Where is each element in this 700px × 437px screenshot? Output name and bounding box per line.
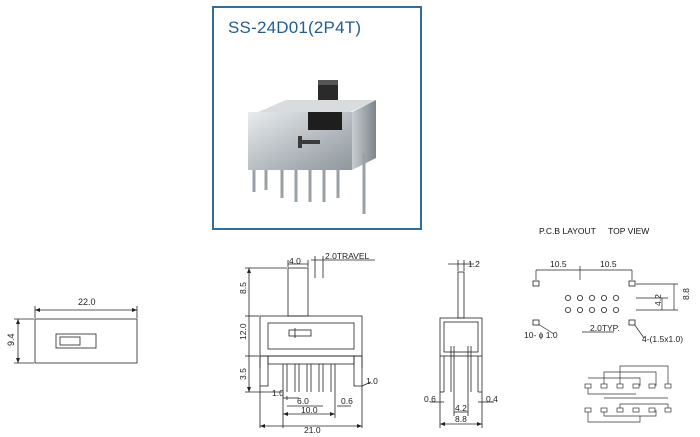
pcb-view-label: TOP VIEW	[608, 226, 650, 236]
top-width-label: 22.0	[78, 297, 96, 307]
pcb-layout-label: P.C.B LAYOUT	[539, 226, 596, 236]
front-knob-height: 8.5	[238, 282, 248, 294]
side-total-depth: 8.8	[455, 414, 467, 424]
pcb-hole-note: 10- ϕ 1.0	[524, 330, 558, 340]
product-card: SS-24D01(2P4T)	[212, 6, 422, 230]
pcb-pitch-note: 2.0TYP.	[590, 323, 620, 333]
top-view-drawing: 22.0 9.4	[6, 297, 138, 364]
side-pin-span: 4.2	[455, 403, 467, 413]
front-pin-thick: 0.6	[341, 396, 353, 406]
front-pin-length: 3.5	[238, 368, 248, 380]
pcb-mount-note: 4-(1.5x1.0)	[642, 334, 683, 344]
front-pin-span-small: 6.0	[297, 396, 309, 406]
front-lug-width: 1.0	[366, 376, 378, 386]
side-lug-right: 0.4	[486, 394, 498, 404]
switch-photo	[248, 80, 376, 214]
front-pin-pitch: 1.0	[272, 388, 284, 398]
pcb-dim-h2: 8.8	[681, 288, 691, 300]
front-body-height: 12.0	[238, 323, 248, 340]
pcb-dim-left: 10.5	[550, 259, 567, 269]
pcb-header: P.C.B LAYOUT TOP VIEW	[539, 226, 659, 236]
front-travel: 2.0TRAVEL	[325, 251, 370, 261]
pcb-layout-drawing: 10.5 10.5 4.2 8.8 10- ϕ 1.0 2.0TYP. 4-(1…	[524, 259, 691, 423]
top-height-label: 9.4	[6, 333, 16, 346]
front-pin-span-mid: 10.0	[301, 405, 318, 415]
front-total-width: 21.0	[304, 425, 321, 435]
product-title: SS-24D01(2P4T)	[228, 18, 362, 37]
pcb-dim-h1: 4.2	[653, 294, 663, 306]
pcb-dim-right: 10.5	[600, 259, 617, 269]
switch-schematic	[587, 365, 669, 423]
front-view-drawing: 4.0 2.0TRAVEL 8.5 12.0 3.5 1.0 6.0 0.6 1…	[238, 251, 378, 435]
side-view-drawing: 1.2 0.6 0.4 4.2 8.8	[424, 259, 498, 428]
side-knob-width: 1.2	[468, 259, 480, 269]
side-lug-left: 0.6	[424, 394, 436, 404]
front-knob-width: 4.0	[289, 256, 301, 266]
